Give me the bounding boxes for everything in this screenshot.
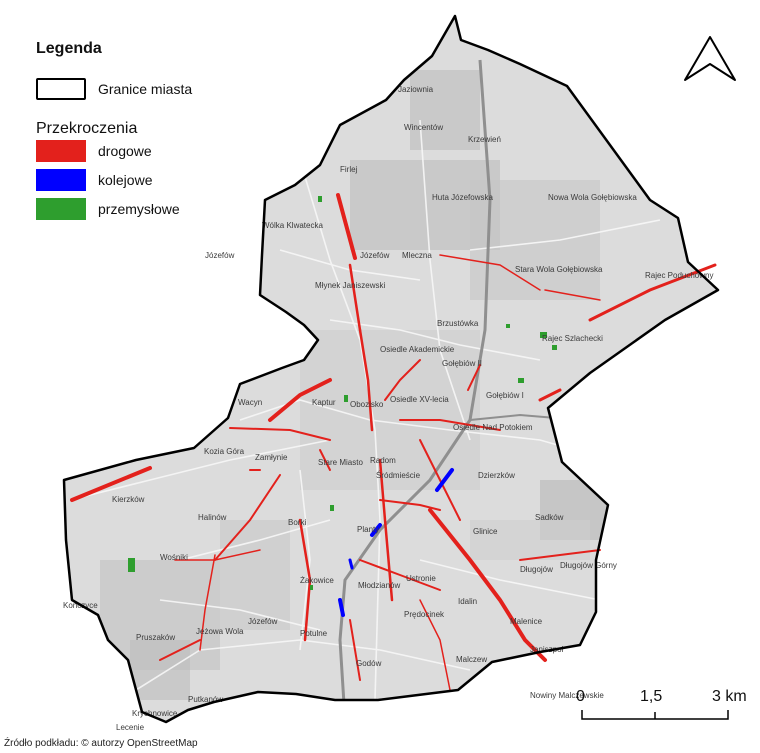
boundary-swatch — [36, 78, 86, 100]
legend-item-road: drogowe — [36, 140, 152, 162]
legend-item-rail: kolejowe — [36, 169, 152, 191]
place-label: Sadków — [535, 513, 564, 522]
place-label: Nowa Wola Gołębiowska — [548, 193, 637, 202]
place-label: Potulne — [300, 629, 328, 638]
north-arrow-icon — [684, 36, 736, 81]
place-label: Malczew — [456, 655, 487, 664]
place-label: Radom — [370, 456, 396, 465]
place-label: Glinice — [473, 527, 498, 536]
legend-label-road: drogowe — [98, 143, 152, 159]
scale-label-2: 3 km — [712, 688, 747, 705]
place-label: Dzierzków — [478, 471, 515, 480]
place-label: Firlej — [340, 165, 358, 174]
legend-item-industry: przemysłowe — [36, 198, 180, 220]
place-label: Gołębiów II — [442, 359, 482, 368]
place-label: Wólka Klwatecka — [262, 221, 323, 230]
legend-item-boundary: Granice miasta — [36, 78, 192, 100]
place-label: Godów — [356, 659, 382, 668]
city-boundary — [62, 14, 720, 724]
place-label: Śródmieście — [376, 471, 421, 480]
place-label: Młodzianów — [358, 581, 400, 590]
place-label: Wośniki — [160, 553, 188, 562]
legend-label-rail: kolejowe — [98, 172, 153, 188]
place-label: Zamłynie — [255, 453, 288, 462]
place-label: Prędocinek — [404, 610, 445, 619]
legend-label-boundary: Granice miasta — [98, 81, 193, 97]
road-swatch — [36, 140, 86, 162]
place-label: Planty — [357, 525, 379, 534]
place-label: Obozisko — [350, 400, 384, 409]
place-label: Stara Wola Gołębiowska — [515, 265, 603, 274]
place-label: Krychnowice — [132, 709, 178, 718]
place-label: Osiedle XV-lecia — [390, 395, 449, 404]
place-label: Wincentów — [404, 123, 443, 132]
place-label: Długojów — [520, 565, 553, 574]
place-label: Brzustówka — [437, 319, 479, 328]
legend-section-title: Przekroczenia — [36, 120, 138, 137]
place-label: Malenice — [510, 617, 543, 626]
place-label: Józefów — [248, 617, 278, 626]
place-label: Jeżowa Wola — [196, 627, 244, 636]
place-label: Idalin — [458, 597, 477, 606]
place-label: Kozia Góra — [204, 447, 245, 456]
legend-label-industry: przemysłowe — [98, 201, 180, 217]
place-label: Osiedle Nad Potokiem — [453, 423, 533, 432]
place-label: Pruszaków — [136, 633, 175, 642]
scale-label-1: 1,5 — [640, 688, 663, 705]
place-label: Młynek Janiszewski — [315, 281, 385, 290]
place-label: Jaziownia — [398, 85, 434, 94]
place-label: Długojów Górny — [560, 561, 617, 570]
place-label: Stare Miasto — [318, 458, 363, 467]
industry-swatch — [36, 198, 86, 220]
scale-bar — [581, 710, 729, 720]
place-label: Huta Józefowska — [432, 193, 493, 202]
legend-title: Legenda — [36, 40, 102, 57]
place-label: Wacyn — [238, 398, 262, 407]
place-label: Janiszpol — [530, 645, 564, 654]
place-label: Józefów — [360, 251, 390, 260]
industry-exceedances — [128, 196, 557, 590]
place-label: Kierzków — [112, 495, 145, 504]
place-label: Józefów — [205, 251, 235, 260]
place-label: Kaptur — [312, 398, 336, 407]
road-exceedances — [70, 193, 717, 691]
place-label: Ustronie — [406, 574, 436, 583]
place-label: Osiedle Akademickie — [380, 345, 455, 354]
place-label: Rajec Szlachecki — [542, 334, 603, 343]
place-label: Putkanów — [188, 695, 223, 704]
source-attribution: Źródło podkładu: © autorzy OpenStreetMap — [4, 738, 198, 749]
scale-label-0: 0 — [576, 688, 585, 705]
place-label: Halinów — [198, 513, 227, 522]
place-label: Mleczna — [402, 251, 432, 260]
place-label: Borki — [288, 518, 306, 527]
place-label: Krzewień — [468, 135, 501, 144]
basemap — [64, 16, 718, 722]
place-label: Lecenie — [116, 723, 145, 732]
place-label: Nowiny Malczewskie — [530, 691, 604, 700]
place-label: Żakowice — [300, 576, 334, 585]
place-label: Gołębiów I — [486, 391, 524, 400]
rail-swatch — [36, 169, 86, 191]
place-label: Rajec Poduchowny — [645, 271, 713, 280]
rail-exceedances — [338, 468, 454, 617]
